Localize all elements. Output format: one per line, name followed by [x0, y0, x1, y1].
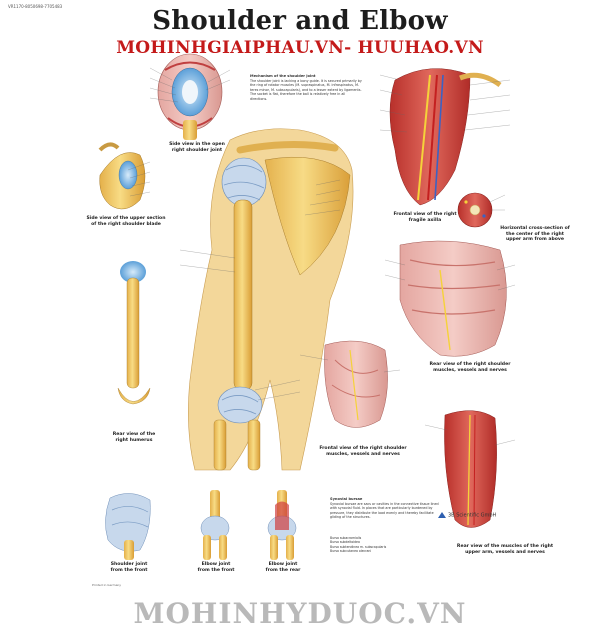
leader-lines — [127, 67, 516, 446]
bursae-legend: Bursa subacromialis Bursa subdeltoidea B… — [330, 536, 440, 553]
publisher-mark-icon — [438, 512, 446, 518]
axilla-figure — [389, 68, 502, 206]
product-code: VR1170-8050698-7705483 — [8, 4, 63, 9]
watermark-top: MOHINHGIAIPHAU.VN- HUUHAO.VN — [116, 38, 484, 58]
bursae-body: Synovial bursae are sacs or cavities in … — [330, 501, 439, 520]
printed-note: Printed in Germany — [92, 583, 122, 587]
scapula-side-figure — [98, 142, 146, 210]
legend-item: Bursa subacromialis — [330, 536, 362, 540]
bursae-title: Synovial bursae — [330, 497, 363, 501]
caption-axilla: Frontal view of the right fragile axilla — [393, 212, 457, 223]
main-arm-figure — [188, 128, 354, 471]
cross-section-figure — [457, 192, 493, 228]
caption-cross-section: Horizontal cross-section of the center o… — [500, 226, 570, 243]
publisher-name: 3B Scientific GmbH — [448, 512, 497, 519]
caption-joint-front: Shoulder joint from the front — [110, 562, 148, 573]
humerus-figure — [117, 261, 151, 405]
upper-arm-rear-figure — [444, 410, 497, 528]
poster-title: Shoulder and Elbow — [152, 6, 448, 36]
bursae-text: Synovial bursae Synovial bursae are sacs… — [330, 497, 442, 520]
caption-elbow-rear: Elbow joint from the rear — [265, 562, 301, 573]
legend-item: Bursa subcutanea olecrani — [330, 548, 372, 553]
legend-item: Bursa subdeltoidea — [330, 540, 360, 545]
mechanism-body: The shoulder joint is lacking a bony gui… — [250, 78, 362, 101]
publisher-logo: 3B Scientific GmbH — [438, 512, 496, 519]
caption-elbow-front: Elbow joint from the front — [197, 562, 235, 573]
caption-humerus: Rear view of the right humerus — [112, 432, 156, 443]
open-joint-figure — [157, 53, 223, 140]
caption-rear-muscles: Rear view of the right shoulder muscles,… — [429, 362, 511, 373]
frontal-muscles-figure — [324, 340, 388, 428]
elbow-rear-figure — [267, 490, 297, 560]
mechanism-title: Mechanism of the shoulder joint — [250, 74, 316, 78]
caption-frontal-muscles: Frontal view of the right shoulder muscl… — [319, 446, 407, 457]
watermark-bottom: MOHINHYDUOC.VN — [133, 597, 467, 630]
caption-upper-section: Side view of the upper section of the ri… — [86, 216, 166, 227]
caption-open-joint: Side view in the open right shoulder joi… — [169, 142, 225, 153]
mechanism-text: Mechanism of the shoulder joint The shou… — [250, 74, 362, 101]
legend-item: Bursa subtendinea m. subscapularis — [330, 544, 387, 549]
rear-muscles-figure — [399, 240, 507, 357]
caption-upper-arm-rear: Rear view of the muscles of the right up… — [456, 544, 554, 555]
joint-front-figure — [105, 493, 151, 560]
elbow-front-figure — [200, 490, 230, 560]
